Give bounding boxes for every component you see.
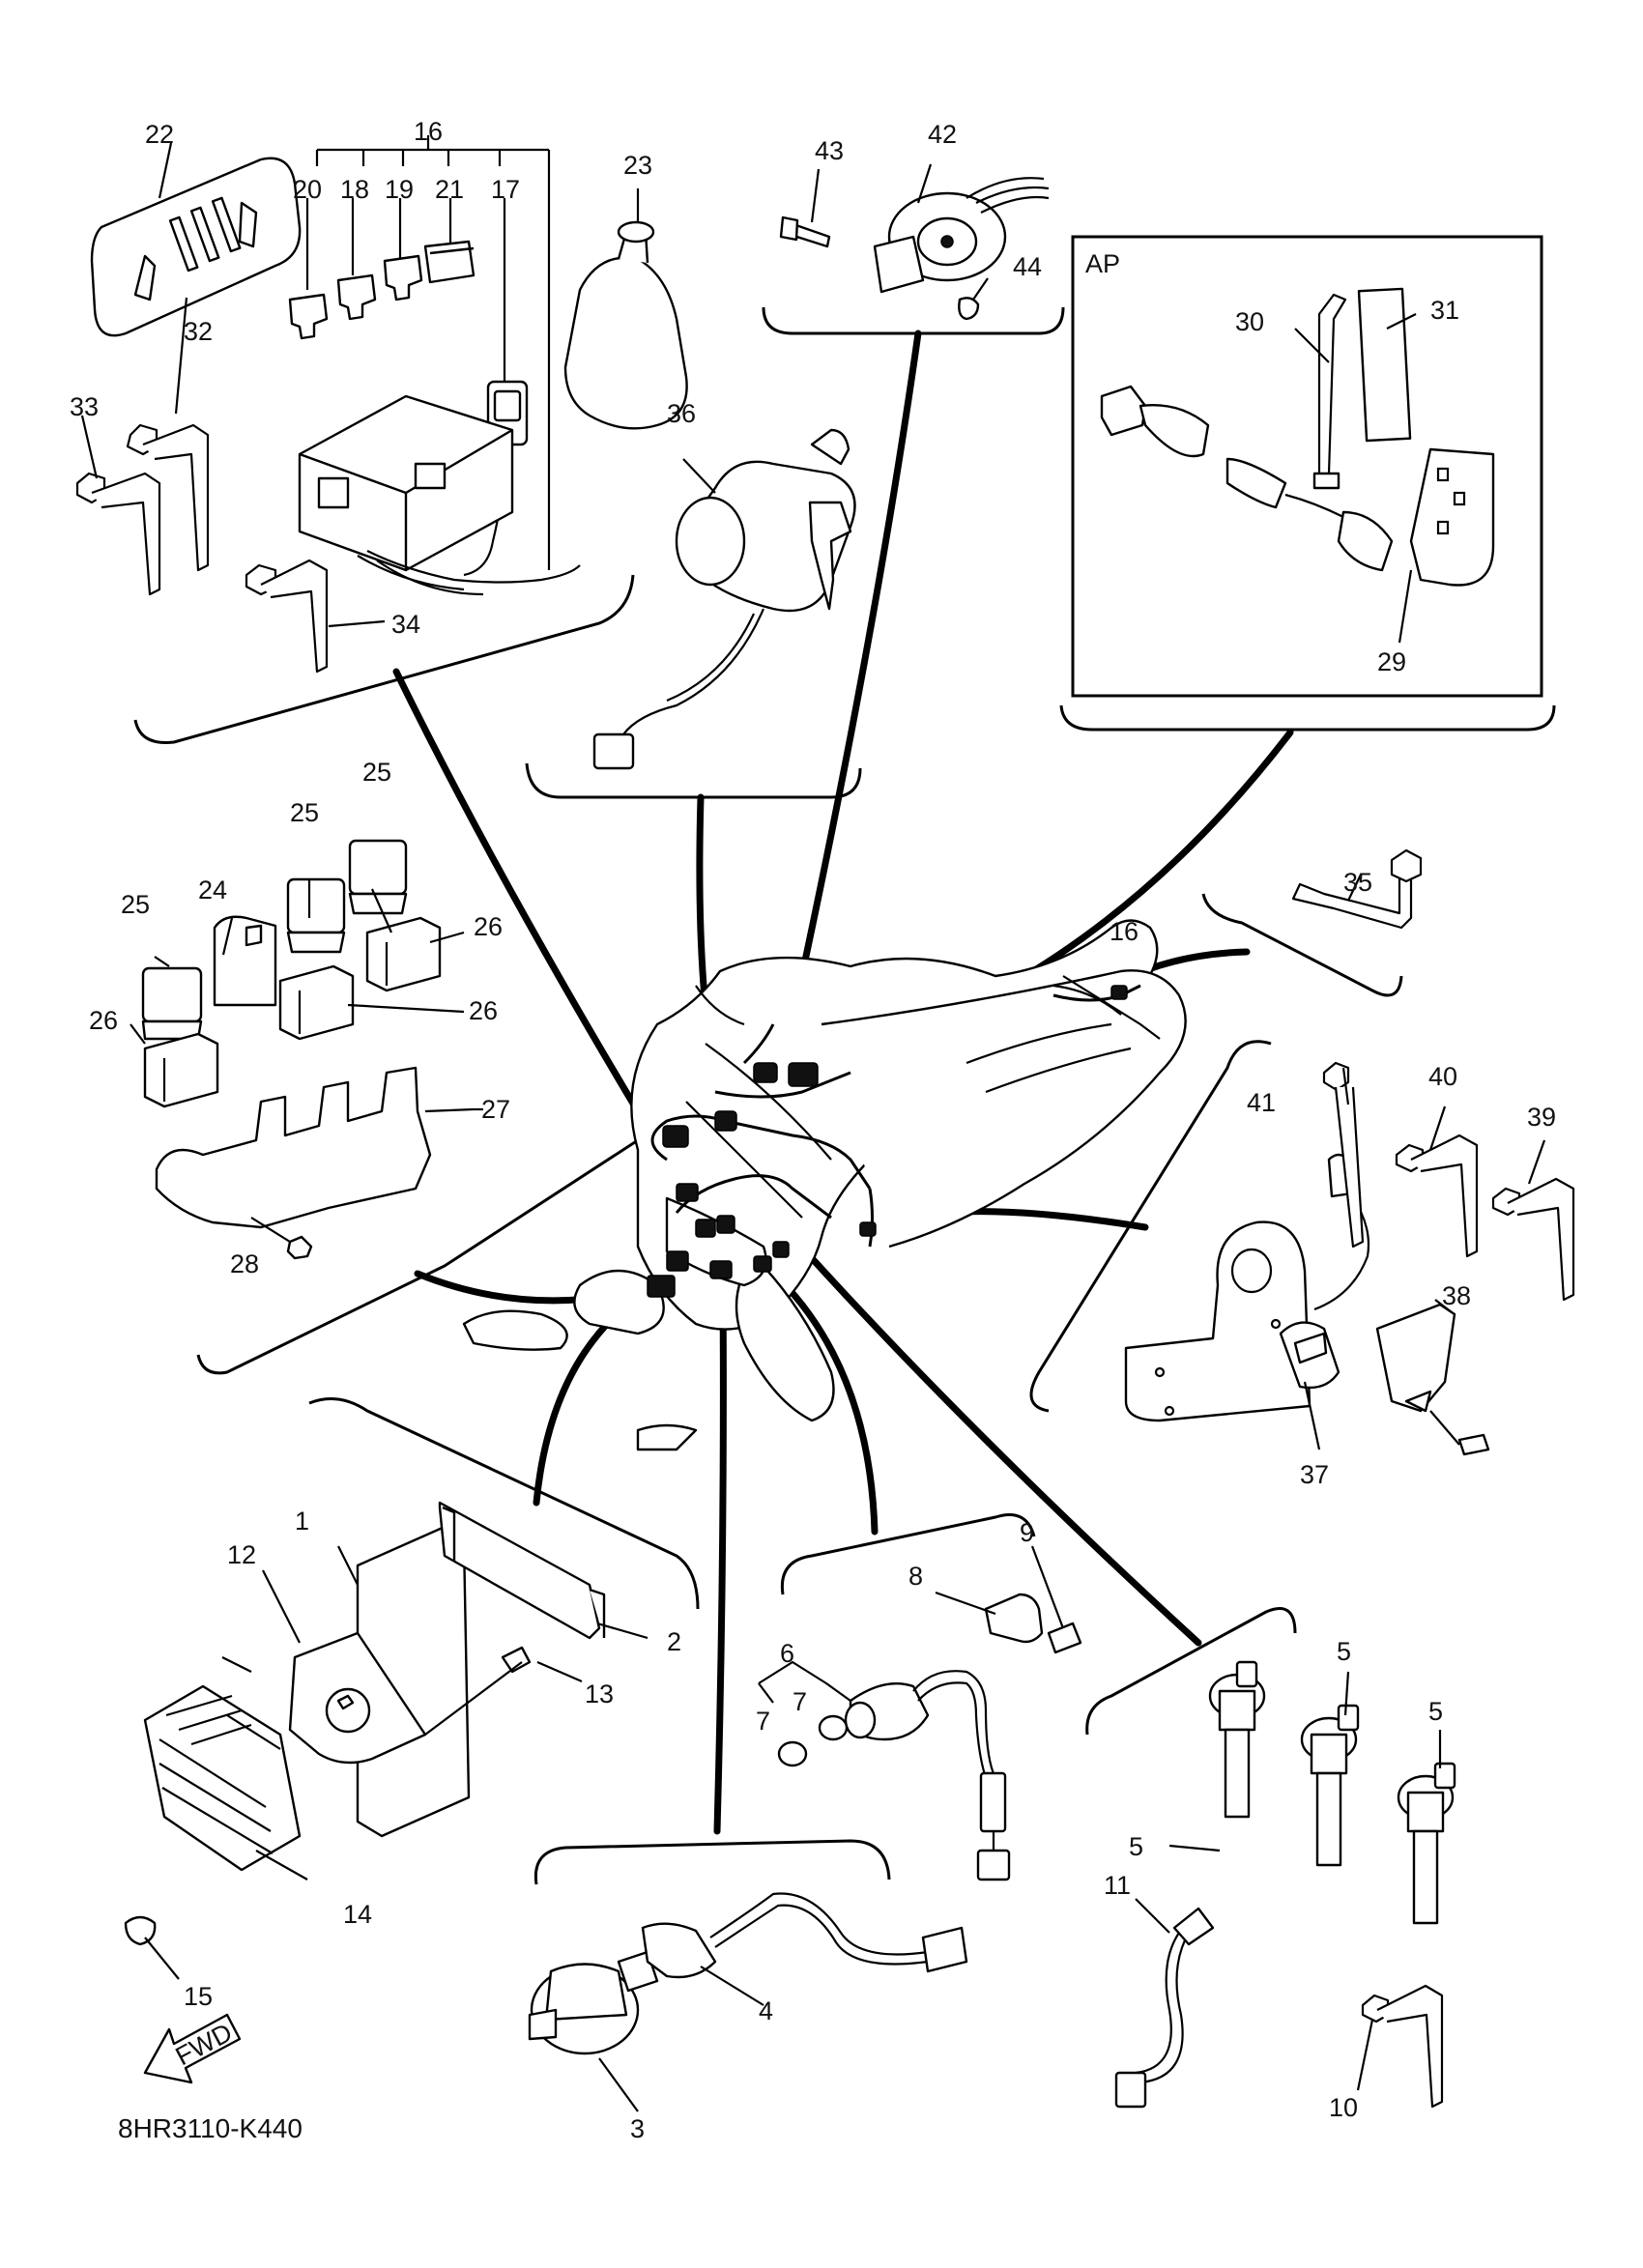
- part-42-buzzer: [779, 163, 1050, 321]
- label-39: 39: [1527, 1103, 1556, 1132]
- fwd-label: FWD: [171, 2018, 237, 2071]
- sensor-group: [528, 1892, 968, 2112]
- label-26-mid: 26: [469, 996, 498, 1025]
- label-40: 40: [1428, 1062, 1457, 1091]
- label-26-upper: 26: [474, 912, 503, 941]
- label-13: 13: [585, 1679, 614, 1708]
- label-44: 44: [1013, 252, 1042, 281]
- ecu-group: [124, 1501, 649, 1980]
- label-10: 10: [1329, 2093, 1358, 2122]
- label-19: 19: [385, 175, 414, 204]
- watercraft-body: [462, 919, 1187, 1451]
- label-3: 3: [630, 2114, 645, 2143]
- label-25-right: 25: [362, 758, 391, 787]
- label-24: 24: [198, 876, 227, 904]
- label-11: 11: [1104, 1871, 1131, 1900]
- label-34: 34: [391, 610, 420, 639]
- group-frames: [133, 306, 1556, 1885]
- diagram-code: 8HR3110-K440: [118, 2113, 303, 2143]
- fuse-box-group: [75, 135, 581, 674]
- part-labels: 22 16 20 18 19 21 17 23 32 33 34 36 43 4…: [70, 117, 1556, 2143]
- label-5-mid: 5: [1337, 1637, 1351, 1666]
- label-2: 2: [667, 1627, 681, 1656]
- label-32: 32: [184, 317, 213, 346]
- label-35: 35: [1343, 868, 1372, 897]
- label-36: 36: [667, 399, 696, 428]
- label-12: 12: [227, 1540, 256, 1569]
- label-16-top: 16: [414, 117, 443, 146]
- label-25-mid: 25: [290, 798, 319, 827]
- label-37: 37: [1300, 1460, 1329, 1489]
- label-41: 41: [1247, 1088, 1276, 1117]
- label-23: 23: [623, 151, 652, 180]
- label-31: 31: [1430, 296, 1459, 325]
- label-7-right: 7: [793, 1687, 807, 1716]
- label-5-left: 5: [1129, 1832, 1143, 1861]
- label-15: 15: [184, 1982, 213, 2011]
- part-36-switch: [592, 428, 856, 770]
- label-16-center: 16: [1110, 917, 1139, 946]
- label-8: 8: [908, 1562, 923, 1591]
- label-7-left: 7: [756, 1707, 770, 1736]
- relay-group: [130, 839, 483, 1260]
- label-38: 38: [1442, 1281, 1471, 1310]
- label-29: 29: [1377, 647, 1406, 676]
- label-1: 1: [295, 1507, 309, 1536]
- fwd-arrow-icon: FWD: [143, 2013, 242, 2084]
- label-28: 28: [230, 1249, 259, 1278]
- label-30: 30: [1235, 307, 1264, 336]
- label-14: 14: [343, 1900, 372, 1929]
- label-9: 9: [1020, 1518, 1034, 1547]
- label-4: 4: [759, 1996, 773, 2025]
- label-17: 17: [491, 175, 520, 204]
- label-25-left: 25: [121, 890, 150, 919]
- label-18: 18: [340, 175, 369, 204]
- label-20: 20: [293, 175, 322, 204]
- label-22: 22: [145, 120, 174, 149]
- coil-group: [1114, 1660, 1456, 2109]
- label-43: 43: [815, 136, 844, 165]
- part-35-tie: [1291, 848, 1423, 930]
- ap-box: [1071, 235, 1543, 698]
- label-42: 42: [928, 120, 957, 149]
- label-27: 27: [481, 1095, 510, 1124]
- label-21: 21: [435, 175, 464, 204]
- ap-label: AP: [1085, 249, 1120, 278]
- label-5-right: 5: [1428, 1697, 1443, 1726]
- mount-group: [1124, 1061, 1575, 1456]
- label-33: 33: [70, 392, 99, 421]
- label-6: 6: [780, 1639, 794, 1668]
- part-23-bottle: [563, 188, 688, 430]
- sensor-6-group: [758, 1545, 1082, 1881]
- label-26-left: 26: [89, 1006, 118, 1035]
